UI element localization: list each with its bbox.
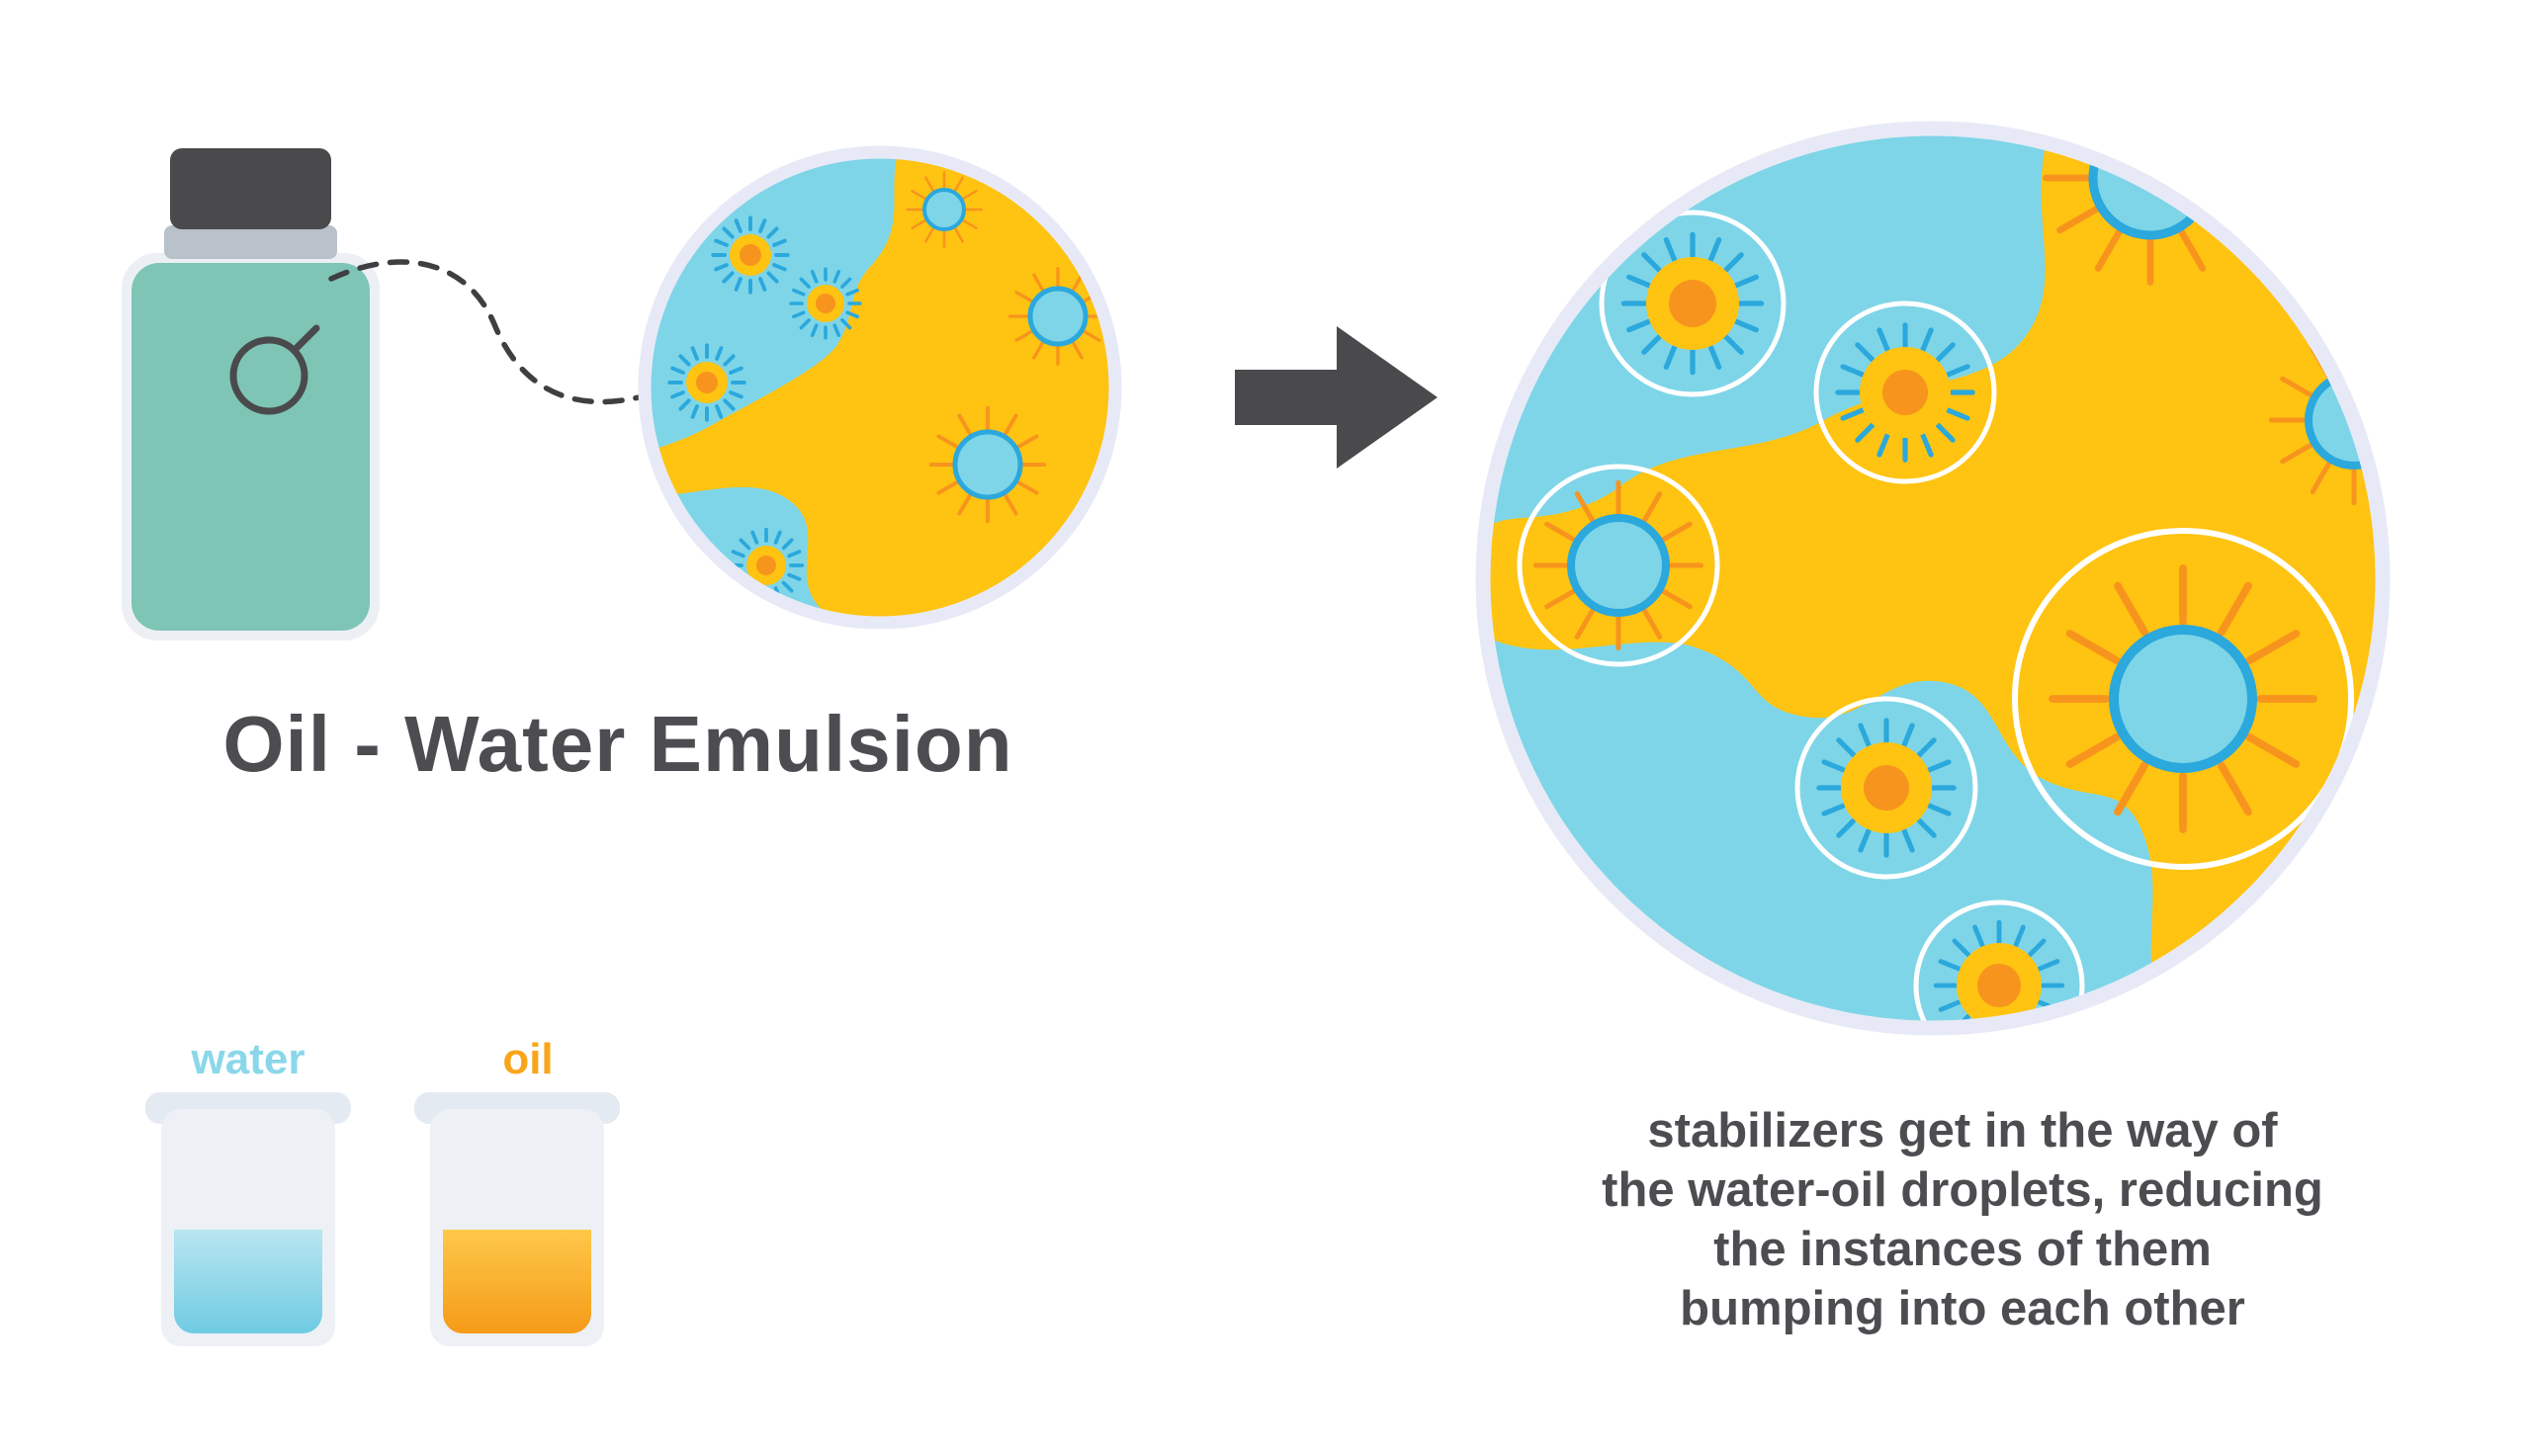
stabilized-water-droplet bbox=[2012, 528, 2354, 870]
oil-droplet bbox=[667, 343, 746, 422]
emulsion-detail-circle bbox=[638, 145, 1122, 630]
magnifier-handle-icon bbox=[291, 324, 320, 354]
stabilized-oil-droplet bbox=[1794, 696, 1978, 880]
oil-droplet bbox=[789, 267, 862, 340]
oil-phase-blob bbox=[1490, 135, 2376, 1021]
oil-phase-blob bbox=[651, 158, 1109, 617]
bottle-cap bbox=[170, 148, 331, 229]
dashed-connector bbox=[328, 259, 642, 405]
caption-line: the water-oil droplets, reducing bbox=[1602, 1163, 2323, 1217]
bottle-body bbox=[131, 263, 370, 631]
oil-droplet bbox=[711, 215, 790, 295]
oil-droplet bbox=[728, 527, 805, 604]
stabilized-circle-rim bbox=[1475, 121, 2391, 1036]
magnifier-circle-icon bbox=[229, 336, 308, 415]
water-beaker: water bbox=[145, 1035, 351, 1346]
bottle-band bbox=[164, 225, 337, 259]
caption-line: bumping into each other bbox=[1680, 1282, 2245, 1335]
caption-line: the instances of them bbox=[1713, 1223, 2212, 1276]
oil-label: oil bbox=[502, 1035, 553, 1083]
stabilized-oil-droplet bbox=[1599, 210, 1787, 397]
stabilized-oil-droplet bbox=[1813, 300, 1997, 484]
stabilized-oil-droplet bbox=[1913, 899, 2085, 1021]
water-droplet bbox=[906, 171, 983, 248]
water-label: water bbox=[191, 1035, 305, 1083]
detail-circle-rim bbox=[638, 145, 1122, 630]
stabilized-water-droplet bbox=[1517, 464, 1720, 667]
caption: stabilizers get in the way of the water-… bbox=[1602, 1104, 2323, 1335]
caption-line: stabilizers get in the way of bbox=[1647, 1104, 2278, 1157]
water-droplet bbox=[928, 405, 1047, 524]
bottle bbox=[122, 148, 380, 641]
oil-liquid bbox=[443, 1230, 591, 1333]
arrow-right-icon bbox=[1235, 326, 1438, 469]
diagram-title: Oil - Water Emulsion bbox=[222, 700, 1012, 788]
water-droplet bbox=[1007, 266, 1108, 367]
oil-beaker: oil bbox=[414, 1035, 620, 1346]
stabilized-emulsion-circle bbox=[1475, 121, 2391, 1036]
water-liquid bbox=[174, 1230, 322, 1333]
